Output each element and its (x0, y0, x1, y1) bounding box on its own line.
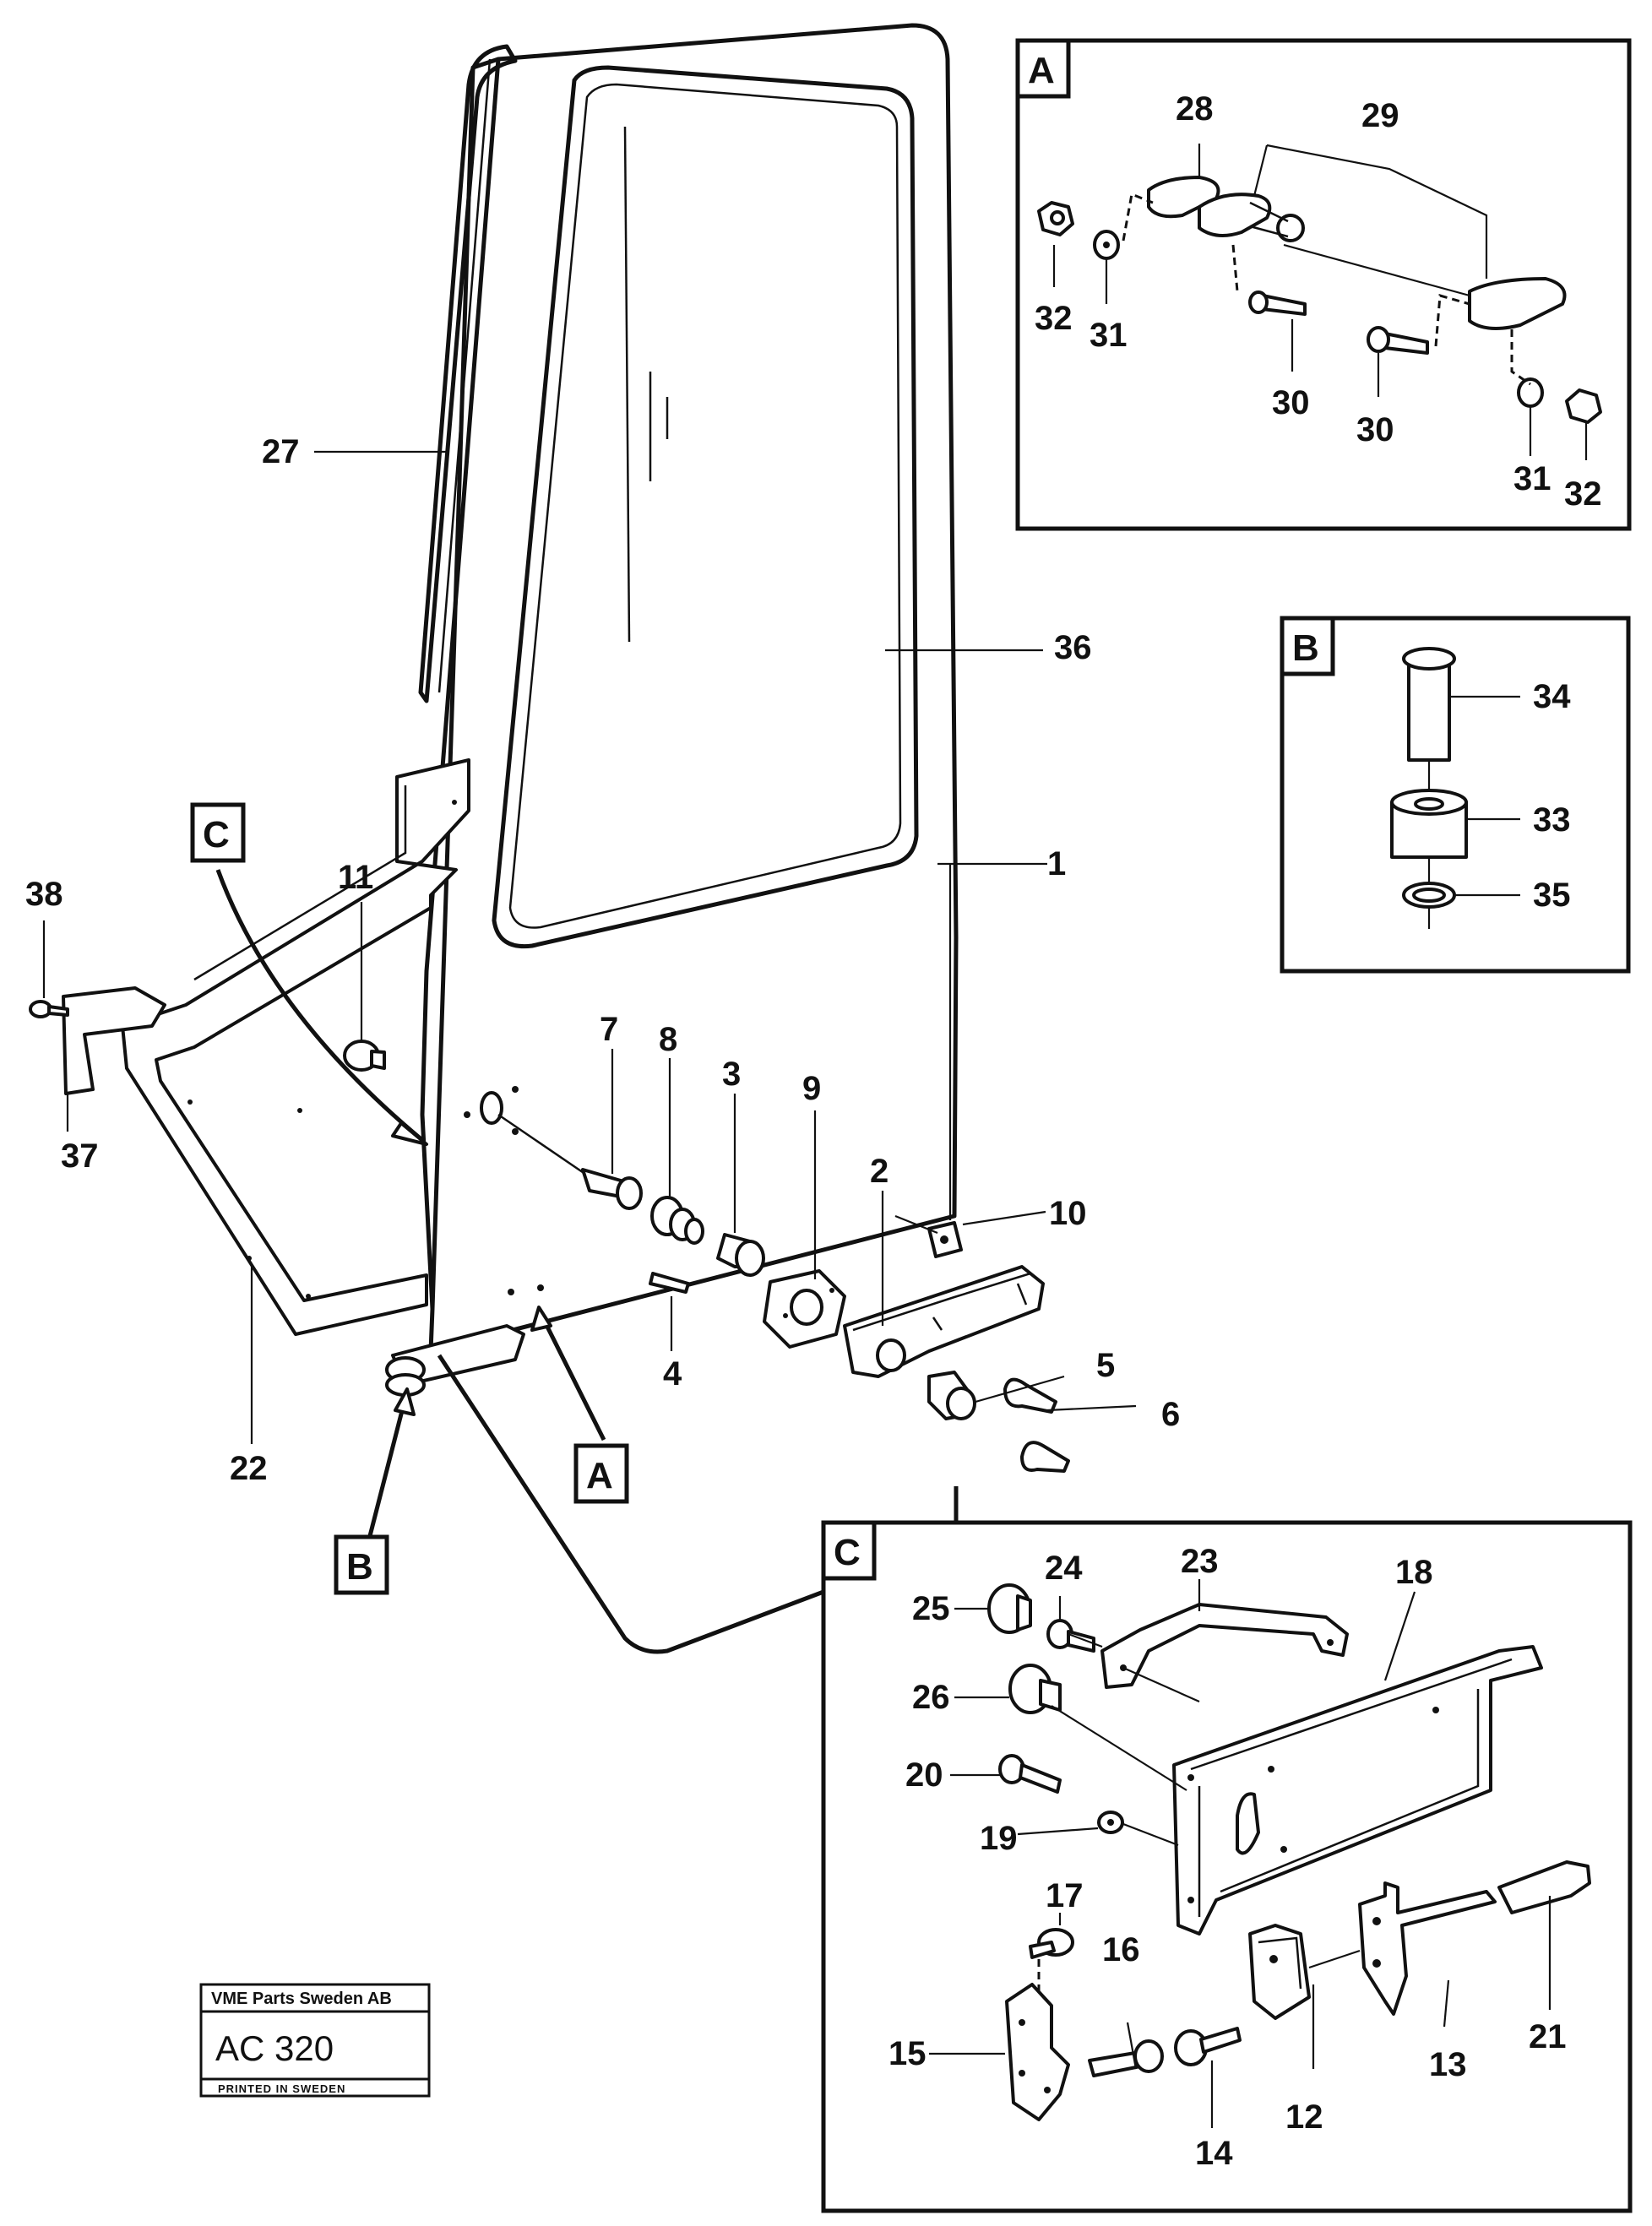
bushing-3 (716, 1233, 765, 1277)
part-number-16: 16 (1102, 1931, 1140, 1968)
bracket-tray (121, 758, 470, 1336)
escutcheon-9 (763, 1269, 846, 1349)
part-number-29: 29 (1361, 97, 1399, 134)
svg-text:C: C (203, 814, 230, 855)
pin-7 (581, 1168, 643, 1210)
part-number-37: 37 (61, 1137, 99, 1175)
part-number-32b: 32 (1564, 475, 1602, 513)
detail-a-label: A (1028, 50, 1055, 91)
key-6 (1003, 1377, 1070, 1473)
spring-8 (650, 1196, 704, 1245)
part-number-30b: 30 (1356, 411, 1394, 448)
part-number-5: 5 (1096, 1347, 1115, 1384)
callout-a-box: A (573, 1443, 629, 1504)
part-number-4: 4 (663, 1355, 682, 1393)
part-number-11: 11 (338, 859, 373, 896)
roll-pin-4 (649, 1272, 690, 1294)
rubber-buffer (343, 1040, 386, 1072)
part-number-10: 10 (1049, 1195, 1087, 1232)
clip-10 (927, 1221, 963, 1258)
part-number-35: 35 (1533, 877, 1571, 914)
part-number-9: 9 (802, 1070, 821, 1107)
part-number-18: 18 (1395, 1554, 1433, 1591)
door-holes (464, 1086, 592, 1295)
part-number-8: 8 (659, 1021, 677, 1058)
stamp-code: AC 320 (215, 2028, 334, 2068)
detail-c (821, 1520, 1633, 2213)
screw-38 (29, 1000, 69, 1018)
detail-b (1280, 616, 1631, 974)
part-number-15: 15 (888, 2035, 927, 2072)
part-number-14: 14 (1195, 2135, 1233, 2172)
svg-text:A: A (586, 1455, 613, 1496)
part-number-33: 33 (1533, 801, 1571, 839)
stamp-printed: PRINTED IN SWEDEN (218, 2082, 345, 2095)
connector-line (437, 1354, 824, 1654)
cover-plate (62, 986, 166, 1095)
part-number-30a: 30 (1272, 384, 1310, 421)
part-number-22: 22 (230, 1450, 268, 1487)
callout-c-box: C (190, 802, 246, 863)
detail-c-label: C (834, 1532, 861, 1573)
svg-text:B: B (346, 1546, 373, 1588)
part-number-12: 12 (1285, 2098, 1323, 2136)
part-number-32a: 32 (1035, 300, 1073, 337)
part-number-38: 38 (25, 876, 63, 913)
part-number-26: 26 (912, 1679, 950, 1716)
publisher-stamp: VME Parts Sweden AB AC 320 PRINTED IN SW… (199, 1983, 431, 2098)
part-number-27: 27 (262, 433, 300, 470)
part-number-23: 23 (1181, 1543, 1219, 1580)
part-number-17: 17 (1046, 1877, 1084, 1914)
part-number-28: 28 (1176, 90, 1214, 128)
seal-strip (418, 44, 518, 703)
part-number-25: 25 (912, 1590, 950, 1627)
part-number-21: 21 (1529, 2018, 1567, 2055)
part-number-13: 13 (1429, 2046, 1467, 2083)
stamp-company: VME Parts Sweden AB (211, 1990, 392, 2008)
part-number-6: 6 (1161, 1396, 1180, 1433)
door-hinge (385, 1324, 525, 1397)
lock-cylinder-5 (927, 1371, 976, 1420)
part-number-31a: 31 (1090, 317, 1128, 354)
part-number-31b: 31 (1513, 460, 1551, 497)
part-number-36: 36 (1054, 629, 1092, 666)
main-leaders (42, 450, 1137, 1444)
part-number-3: 3 (722, 1056, 741, 1093)
part-number-19: 19 (980, 1820, 1018, 1857)
part-number-20: 20 (905, 1756, 943, 1794)
detail-a (1015, 38, 1632, 531)
detail-b-label: B (1292, 627, 1319, 669)
handle-2 (843, 1265, 1045, 1378)
part-number-7: 7 (600, 1011, 618, 1048)
part-number-24: 24 (1045, 1550, 1083, 1587)
part-number-34: 34 (1533, 678, 1571, 715)
part-number-2: 2 (870, 1153, 888, 1190)
callout-b-box: B (334, 1534, 389, 1595)
part-number-1: 1 (1047, 845, 1066, 882)
